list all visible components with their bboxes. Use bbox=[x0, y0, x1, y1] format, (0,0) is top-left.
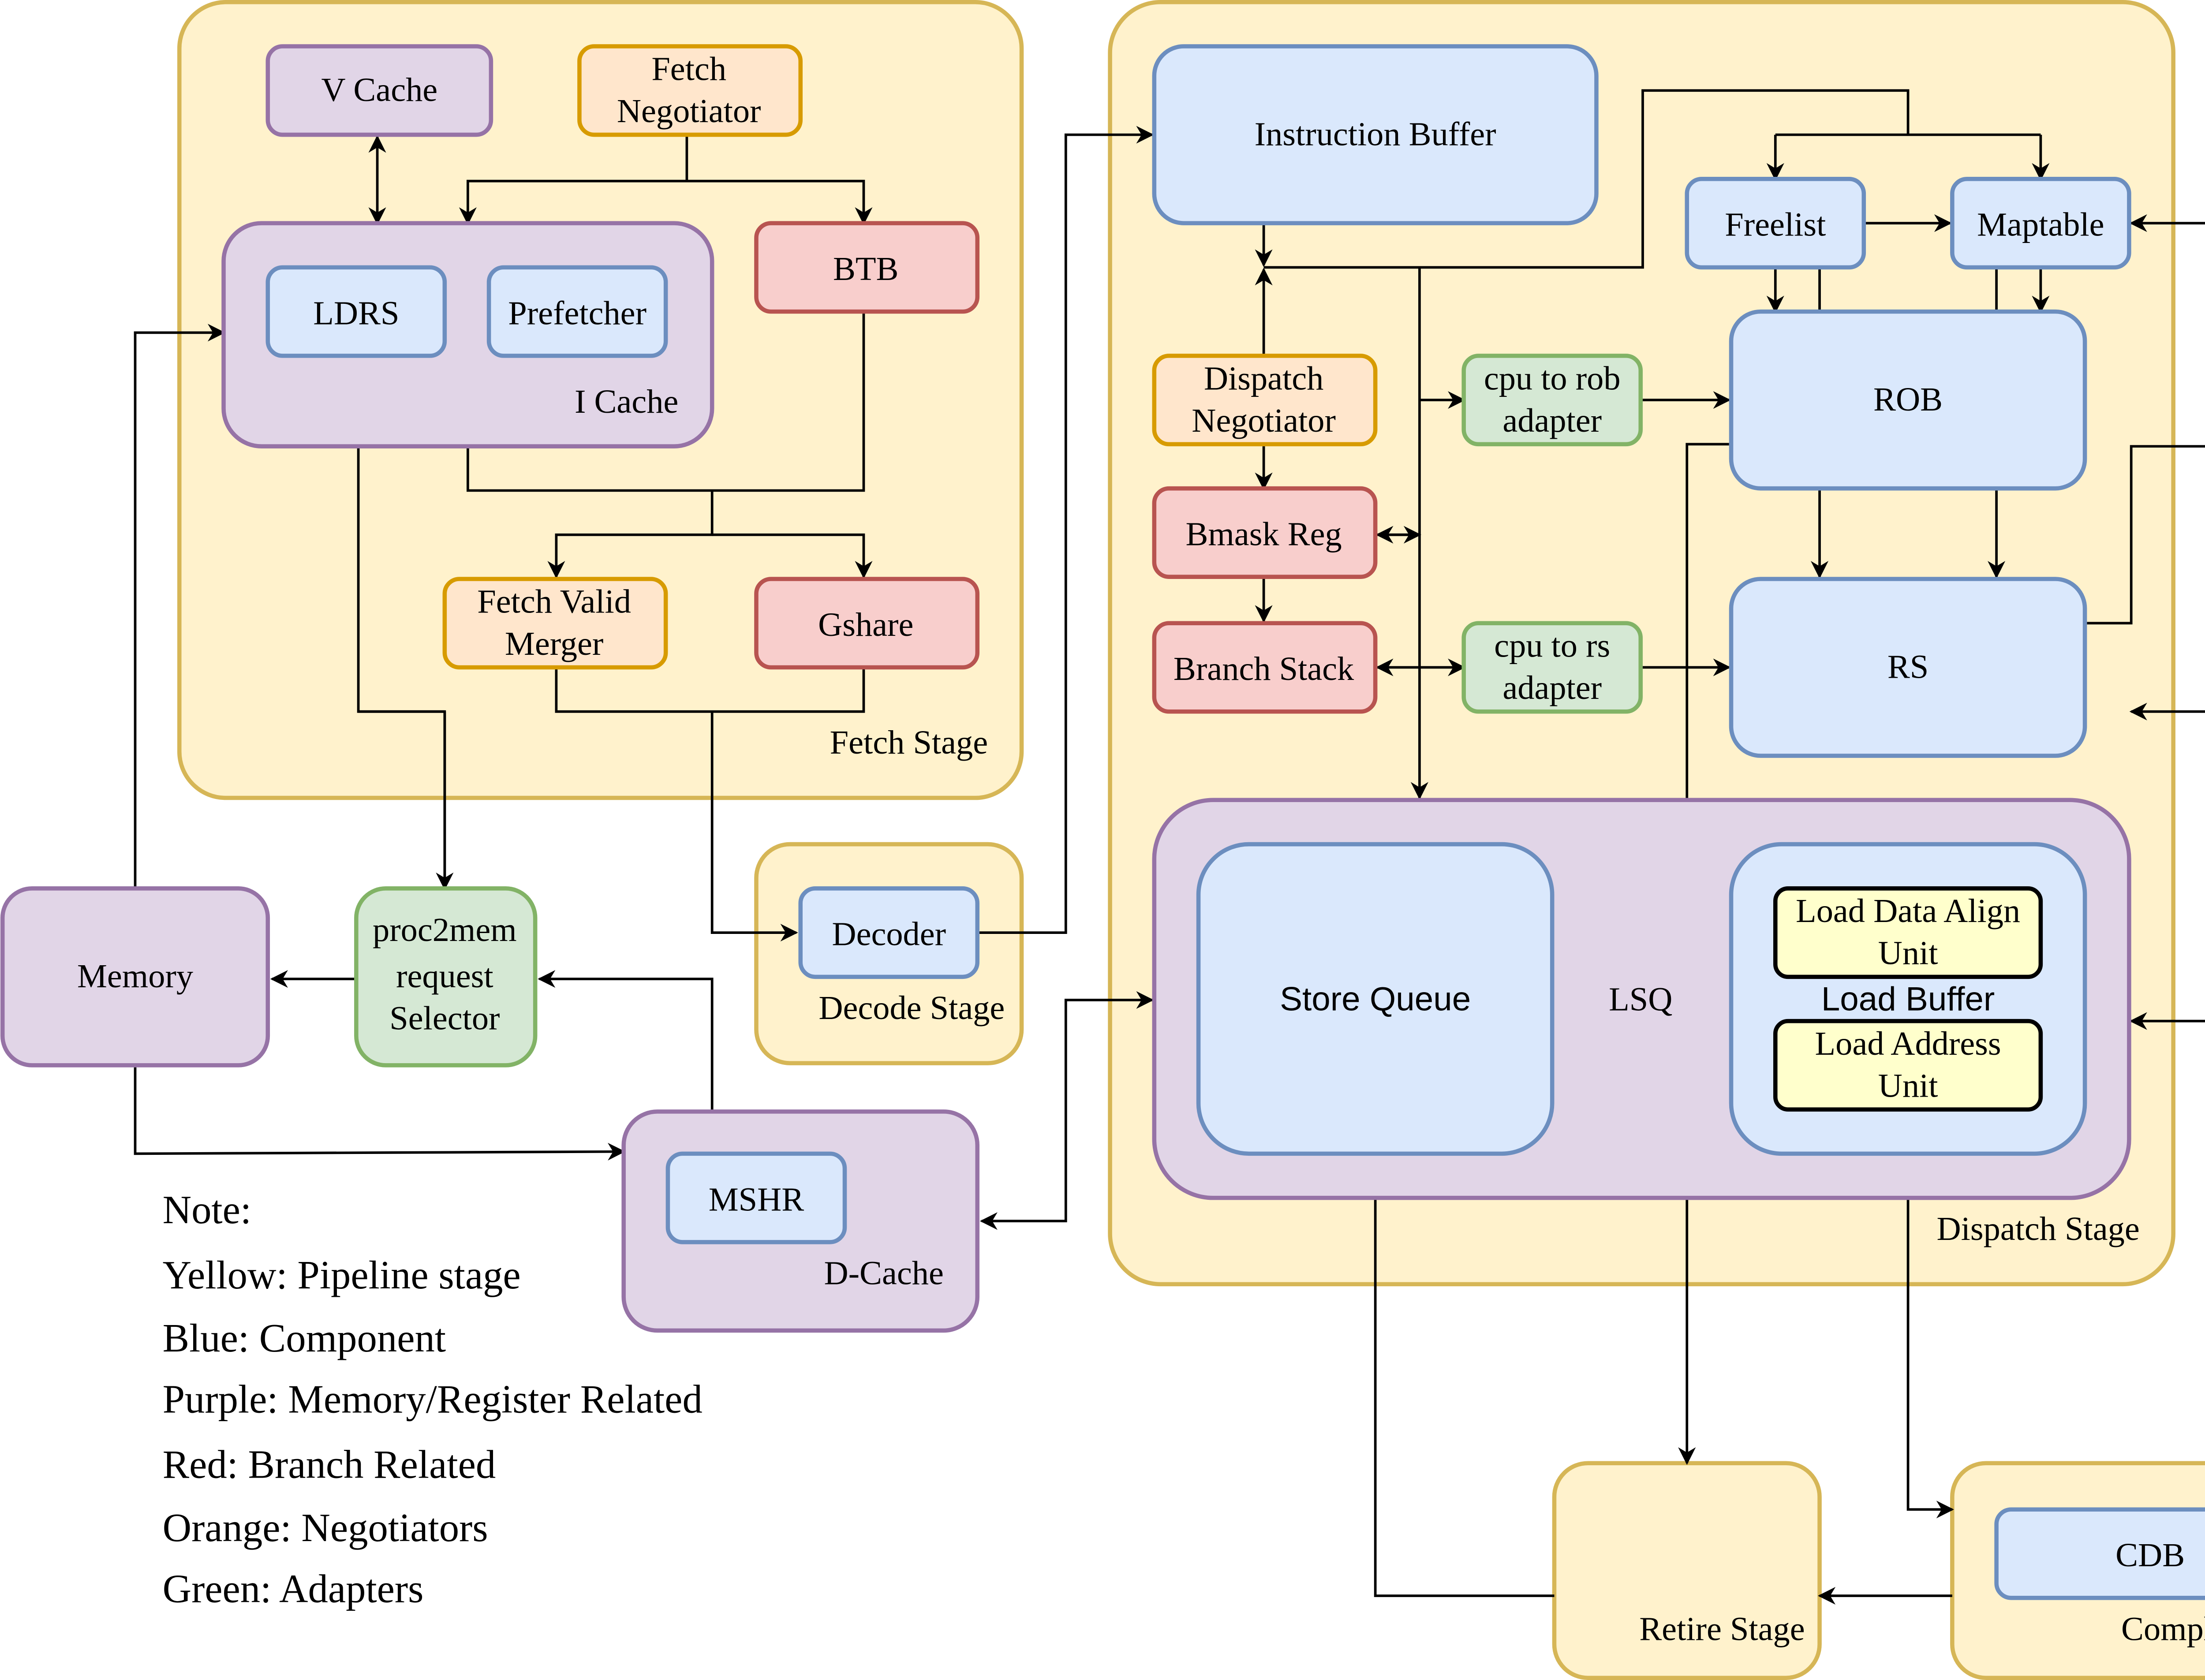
svg-text:V Cache: V Cache bbox=[321, 71, 437, 108]
cpu-to-rs-adapter: cpu to rs adapter bbox=[1461, 621, 1643, 714]
svg-text:Selector: Selector bbox=[389, 1000, 500, 1037]
fetch-stage-label: Fetch Stage bbox=[830, 724, 988, 761]
svg-text:MSHR: MSHR bbox=[709, 1180, 804, 1218]
svg-text:Fetch: Fetch bbox=[651, 50, 726, 87]
svg-text:Dispatch: Dispatch bbox=[1204, 359, 1324, 397]
freelist: Freelist bbox=[1685, 177, 1866, 270]
store-queue: Store Queue bbox=[1196, 842, 1555, 1156]
legend-line: Green: Adapters bbox=[163, 1566, 424, 1611]
fetch-valid-merger: Fetch Valid Merger bbox=[442, 577, 668, 670]
svg-text:Unit: Unit bbox=[1878, 1067, 1938, 1104]
svg-text:I Cache: I Cache bbox=[575, 383, 678, 420]
ldrs: LDRS bbox=[265, 265, 447, 358]
svg-text:adapter: adapter bbox=[1502, 669, 1602, 706]
instruction-buffer: Instruction Buffer bbox=[1152, 44, 1599, 225]
legend-line: Red: Branch Related bbox=[163, 1442, 496, 1487]
proc2mem-request-selector: proc2mem request Selector bbox=[354, 886, 538, 1068]
btb: BTB bbox=[754, 221, 980, 314]
svg-text:Fetch Valid: Fetch Valid bbox=[477, 582, 631, 620]
branch-stack: Branch Stack bbox=[1152, 621, 1378, 714]
v-cache: V Cache bbox=[265, 44, 493, 137]
svg-text:Instruction Buffer: Instruction Buffer bbox=[1255, 115, 1496, 153]
decode-stage-label: Decode Stage bbox=[818, 989, 1005, 1027]
svg-text:Merger: Merger bbox=[505, 625, 603, 662]
fetch-negotiator: Fetch Negotiator bbox=[577, 44, 803, 137]
svg-text:Maptable: Maptable bbox=[1977, 206, 2104, 243]
retire-stage-label: Retire Stage bbox=[1639, 1610, 1805, 1647]
svg-text:Freelist: Freelist bbox=[1725, 206, 1826, 243]
legend-title: Note: bbox=[163, 1187, 252, 1232]
svg-text:Unit: Unit bbox=[1878, 934, 1938, 972]
svg-text:Gshare: Gshare bbox=[818, 606, 913, 643]
cdb: CDB bbox=[1994, 1507, 2205, 1600]
decoder: Decoder bbox=[798, 886, 980, 979]
svg-text:ROB: ROB bbox=[1873, 381, 1943, 418]
load-address-unit: Load Address Unit bbox=[1773, 1019, 2043, 1112]
svg-text:Memory: Memory bbox=[77, 957, 193, 995]
svg-text:Store Queue: Store Queue bbox=[1280, 981, 1471, 1018]
legend-line: Purple: Memory/Register Related bbox=[163, 1377, 703, 1422]
svg-text:RS: RS bbox=[1887, 648, 1928, 685]
rob: ROB bbox=[1729, 309, 2087, 491]
legend-line: Yellow: Pipeline stage bbox=[163, 1253, 521, 1297]
mshr: MSHR bbox=[665, 1151, 847, 1244]
svg-text:Load Buffer: Load Buffer bbox=[1821, 981, 1995, 1018]
legend-note: Note: Yellow: Pipeline stage Blue: Compo… bbox=[163, 1187, 703, 1611]
svg-text:Branch Stack: Branch Stack bbox=[1174, 650, 1354, 687]
svg-text:Decoder: Decoder bbox=[832, 915, 946, 953]
complete-stage-label: Complete Stage bbox=[2121, 1610, 2205, 1647]
prefetcher: Prefetcher bbox=[486, 265, 668, 358]
svg-text:request: request bbox=[396, 957, 493, 995]
memory: Memory bbox=[0, 886, 270, 1068]
rs: RS bbox=[1729, 577, 2087, 758]
bmask-reg: Bmask Reg bbox=[1152, 486, 1378, 579]
svg-text:cpu to rob: cpu to rob bbox=[1484, 359, 1621, 397]
svg-text:Load Data Align: Load Data Align bbox=[1796, 892, 2020, 930]
cpu-to-rob-adapter: cpu to rob adapter bbox=[1461, 354, 1643, 447]
svg-text:LSQ: LSQ bbox=[1609, 981, 1672, 1018]
dispatch-stage-label: Dispatch Stage bbox=[1937, 1210, 2140, 1247]
svg-text:Bmask Reg: Bmask Reg bbox=[1185, 515, 1342, 553]
svg-text:cpu to rs: cpu to rs bbox=[1494, 627, 1610, 665]
svg-text:adapter: adapter bbox=[1502, 402, 1602, 439]
legend-line: Blue: Component bbox=[163, 1316, 446, 1360]
svg-text:BTB: BTB bbox=[833, 250, 899, 287]
gshare: Gshare bbox=[754, 577, 980, 670]
svg-text:D-Cache: D-Cache bbox=[824, 1254, 943, 1292]
legend-line: Orange: Negotiators bbox=[163, 1505, 488, 1550]
maptable: Maptable bbox=[1950, 177, 2131, 270]
svg-text:CDB: CDB bbox=[2115, 1536, 2185, 1574]
dispatch-negotiator: Dispatch Negotiator bbox=[1152, 354, 1378, 447]
wires bbox=[134, 89, 2205, 1605]
svg-text:Load Address: Load Address bbox=[1815, 1025, 2001, 1062]
svg-text:Negotiator: Negotiator bbox=[617, 92, 761, 130]
load-data-align-unit: Load Data Align Unit bbox=[1773, 886, 2043, 979]
svg-text:proc2mem: proc2mem bbox=[373, 911, 517, 948]
svg-text:Prefetcher: Prefetcher bbox=[508, 294, 647, 332]
svg-text:LDRS: LDRS bbox=[313, 294, 399, 332]
svg-text:Negotiator: Negotiator bbox=[1192, 402, 1336, 439]
